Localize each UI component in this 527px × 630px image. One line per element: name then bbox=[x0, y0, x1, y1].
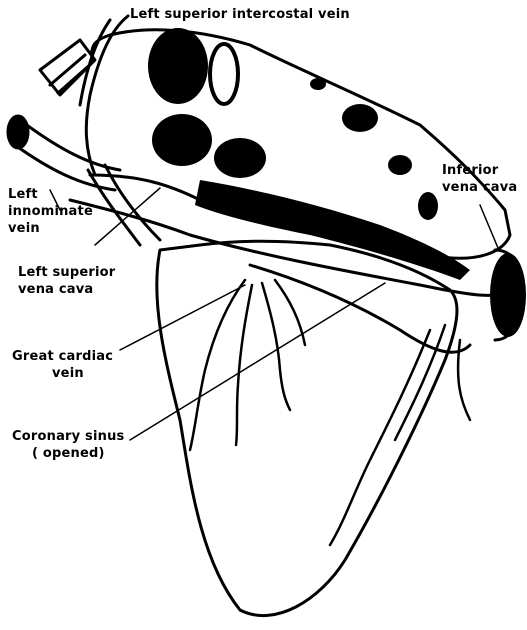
left-superior-intercostal-vein bbox=[80, 16, 128, 175]
label-line: vein bbox=[8, 220, 93, 237]
label-line: Great cardiac bbox=[12, 348, 113, 365]
heart-outline bbox=[157, 241, 457, 615]
brachiocephalic-stump bbox=[40, 40, 95, 95]
pulmonary-vein-dark-3 bbox=[418, 192, 438, 220]
label-line: vena cava bbox=[18, 281, 115, 298]
left-atrium-dark-1 bbox=[152, 114, 212, 166]
left-atrium-dark-2 bbox=[214, 138, 266, 178]
pulmonary-vein-dark-4 bbox=[310, 78, 326, 90]
label-line: ( opened) bbox=[12, 445, 125, 462]
great-cardiac-vein-branch-2 bbox=[236, 285, 252, 445]
label-coronary-sinus: Coronary sinus ( opened) bbox=[12, 428, 125, 462]
label-line: Coronary sinus bbox=[12, 428, 125, 445]
label-line: innominate bbox=[8, 203, 93, 220]
label-line: Left superior bbox=[18, 264, 115, 281]
coronary-sinus-outline bbox=[250, 265, 470, 352]
label-left-superior-intercostal-vein: Left superior intercostal vein bbox=[130, 6, 350, 23]
left-innominate-vein bbox=[15, 120, 120, 190]
label-left-superior-vena-cava: Left superior vena cava bbox=[18, 264, 115, 298]
label-inferior-vena-cava: Inferior vena cava bbox=[442, 162, 517, 196]
left-innominate-vein-opening bbox=[8, 116, 28, 148]
label-great-cardiac-vein: Great cardiac vein bbox=[12, 348, 113, 382]
label-left-innominate-vein: Left innominate vein bbox=[8, 186, 93, 237]
pulmonary-vein-dark-1 bbox=[342, 104, 378, 132]
aorta-opening bbox=[148, 28, 208, 104]
pulmonary-vein-dark-2 bbox=[388, 155, 412, 175]
leader-coronary-sinus bbox=[130, 283, 385, 440]
leader-inferior-vena-cava bbox=[480, 205, 498, 248]
posterior-vein-1 bbox=[330, 330, 430, 545]
posterior-vein-3 bbox=[458, 340, 470, 420]
label-text: Left superior intercostal vein bbox=[130, 6, 350, 23]
pulmonary-vein-opening bbox=[210, 44, 238, 104]
label-line: Left bbox=[8, 186, 93, 203]
label-line: vena cava bbox=[442, 179, 517, 196]
inferior-vena-cava-opening bbox=[490, 253, 526, 337]
label-line: vein bbox=[12, 365, 113, 382]
label-line: Inferior bbox=[442, 162, 517, 179]
leader-great-cardiac-vein bbox=[120, 285, 245, 350]
great-cardiac-vein-branch-3 bbox=[262, 283, 290, 410]
